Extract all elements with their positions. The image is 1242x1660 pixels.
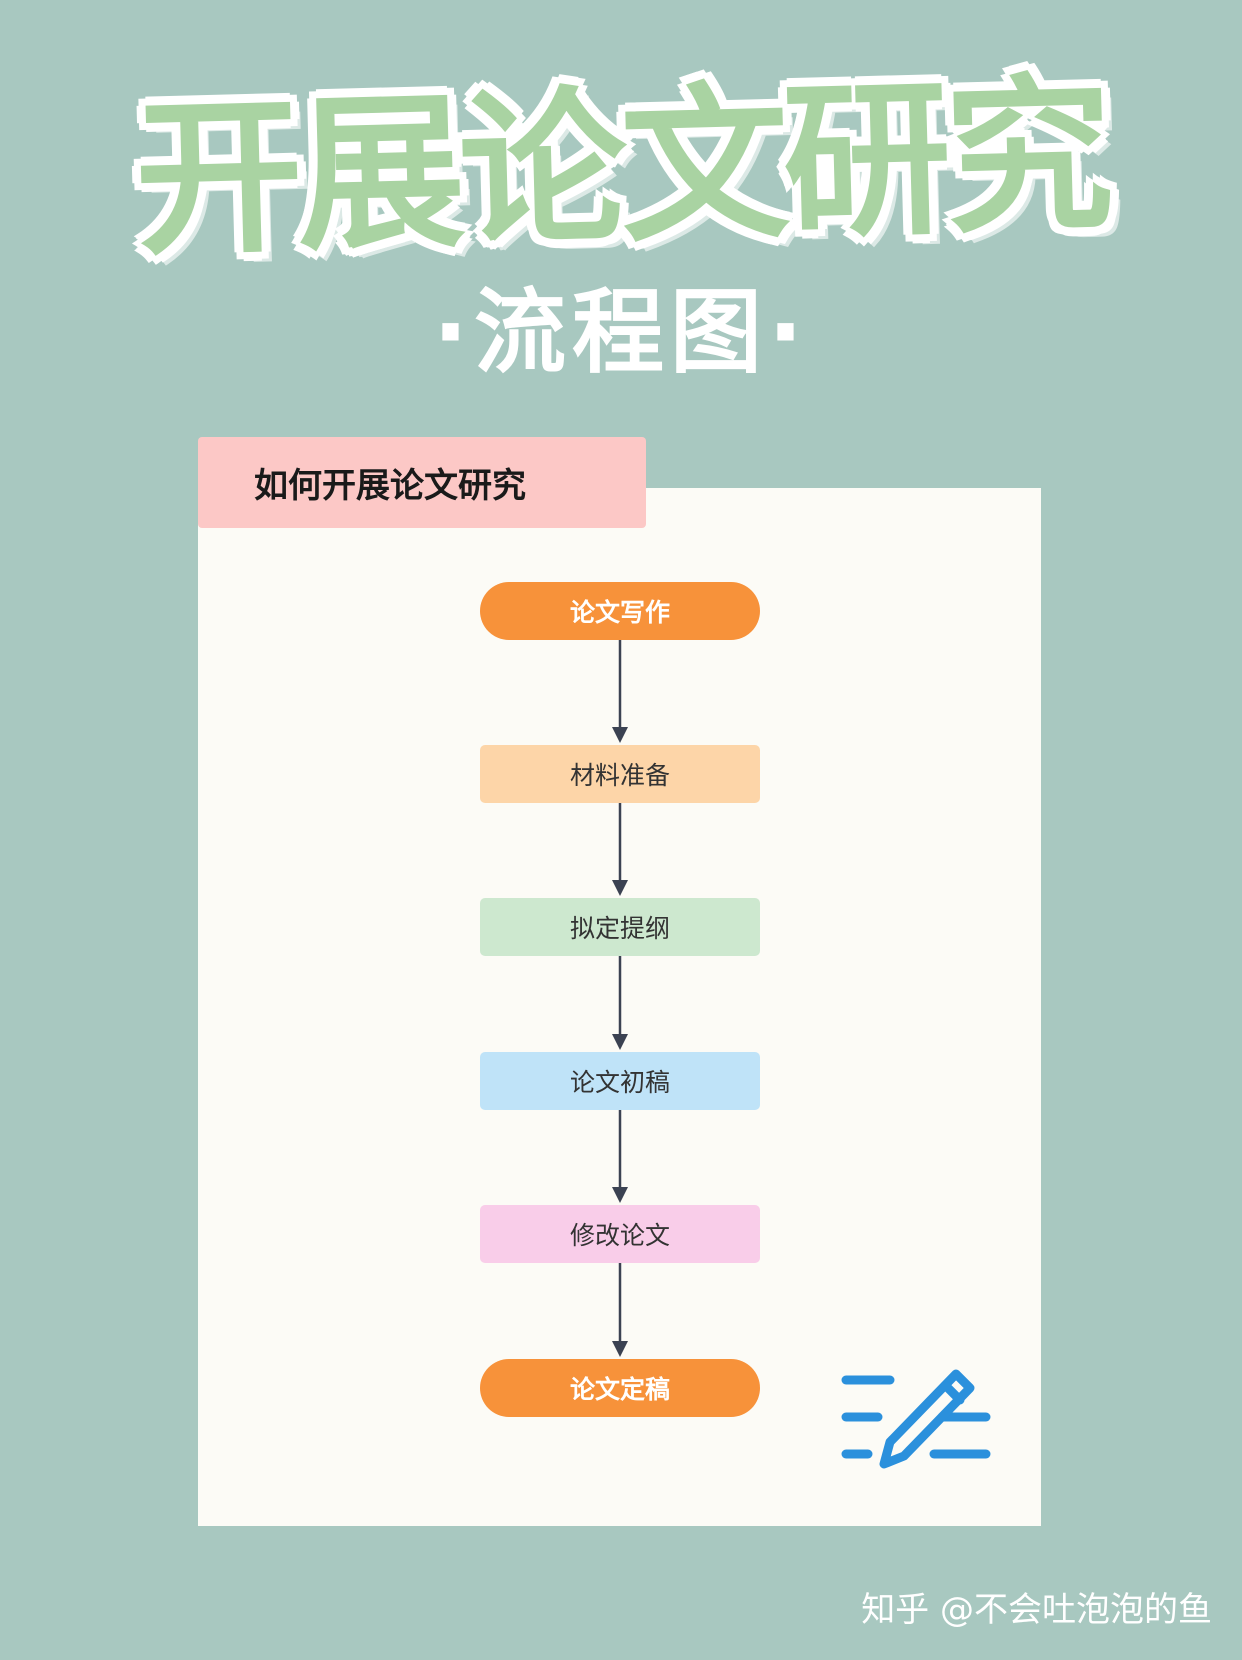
flow-node-revise: 修改论文 bbox=[480, 1205, 760, 1263]
pen-writing-icon bbox=[841, 1369, 991, 1469]
page-title: 开展论文研究 bbox=[132, 57, 1110, 279]
watermark: 知乎 @不会吐泡泡的鱼 bbox=[861, 1590, 1212, 1630]
flow-node-first-draft: 论文初稿 bbox=[480, 1052, 760, 1110]
flow-node-final: 论文定稿 bbox=[480, 1359, 760, 1417]
card-tab-title: 如何开展论文研究 bbox=[198, 437, 646, 528]
flow-node-outline: 拟定提纲 bbox=[480, 898, 760, 956]
flow-node-start: 论文写作 bbox=[480, 582, 760, 640]
page-subtitle: ·流程图· bbox=[433, 279, 809, 386]
flow-node-material-prep: 材料准备 bbox=[480, 745, 760, 803]
